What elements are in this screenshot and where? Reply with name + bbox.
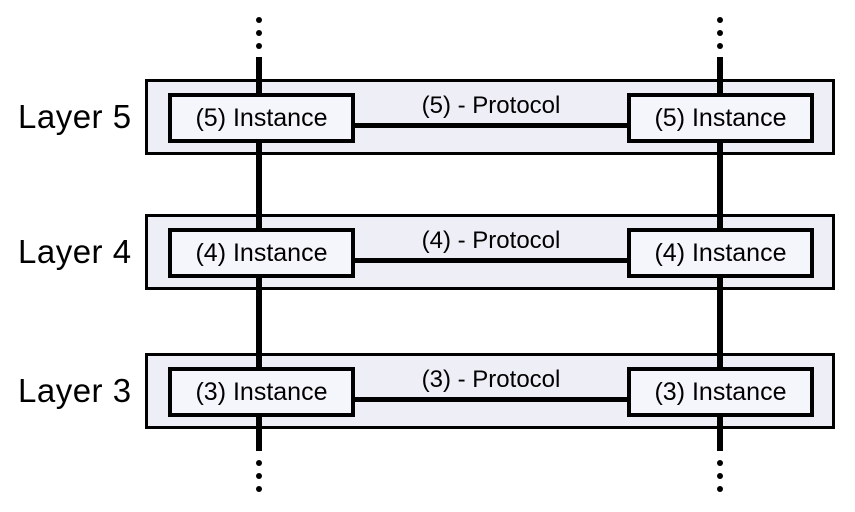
dot-icon — [717, 460, 723, 466]
layer-5-left-instance-box: (5) Instance — [168, 93, 355, 143]
instance-box-label: (4) Instance — [654, 238, 787, 267]
dot-icon — [256, 17, 262, 23]
dot-icon — [256, 30, 262, 36]
layer-4-label: Layer 4 — [18, 233, 132, 270]
layer-4-protocol-line — [355, 258, 627, 263]
instance-box-label: (5) Instance — [654, 103, 787, 132]
layer-4-protocol-label: (4) - Protocol — [421, 227, 561, 254]
layer-3-label: Layer 3 — [18, 372, 132, 409]
layer-3-left-instance-box: (3) Instance — [168, 367, 355, 417]
layer-4-left-instance-box: (4) Instance — [168, 228, 355, 278]
layer-3-row: Layer 3 (3) Instance (3) - Protocol (3) … — [0, 353, 855, 429]
top-left-continuation-dots-icon — [256, 17, 262, 49]
layer-4-row: Layer 4 (4) Instance (4) - Protocol (4) … — [0, 214, 855, 290]
bottom-right-continuation-dots-icon — [717, 460, 723, 492]
layer-5-protocol-line — [355, 123, 627, 128]
layer-3-protocol-line — [355, 397, 627, 402]
layer-5-row: Layer 5 (5) Instance (5) - Protocol (5) … — [0, 79, 855, 155]
bottom-left-continuation-dots-icon — [256, 460, 262, 492]
layer-4-right-instance-box: (4) Instance — [627, 228, 814, 278]
layer-5-protocol-label: (5) - Protocol — [421, 92, 561, 119]
dot-icon — [717, 43, 723, 49]
top-right-continuation-dots-icon — [717, 17, 723, 49]
layer-3-protocol-label: (3) - Protocol — [421, 366, 561, 393]
dot-icon — [256, 486, 262, 492]
instance-box-label: (4) Instance — [195, 238, 328, 267]
instance-box-label: (5) Instance — [195, 103, 328, 132]
instance-box-label: (3) Instance — [654, 377, 787, 406]
layer-3-right-instance-box: (3) Instance — [627, 367, 814, 417]
layer-5-label: Layer 5 — [18, 98, 132, 135]
dot-icon — [717, 30, 723, 36]
dot-icon — [256, 473, 262, 479]
instance-box-label: (3) Instance — [195, 377, 328, 406]
dot-icon — [717, 17, 723, 23]
dot-icon — [256, 43, 262, 49]
dot-icon — [717, 473, 723, 479]
dot-icon — [717, 486, 723, 492]
dot-icon — [256, 460, 262, 466]
layer-5-right-instance-box: (5) Instance — [627, 93, 814, 143]
